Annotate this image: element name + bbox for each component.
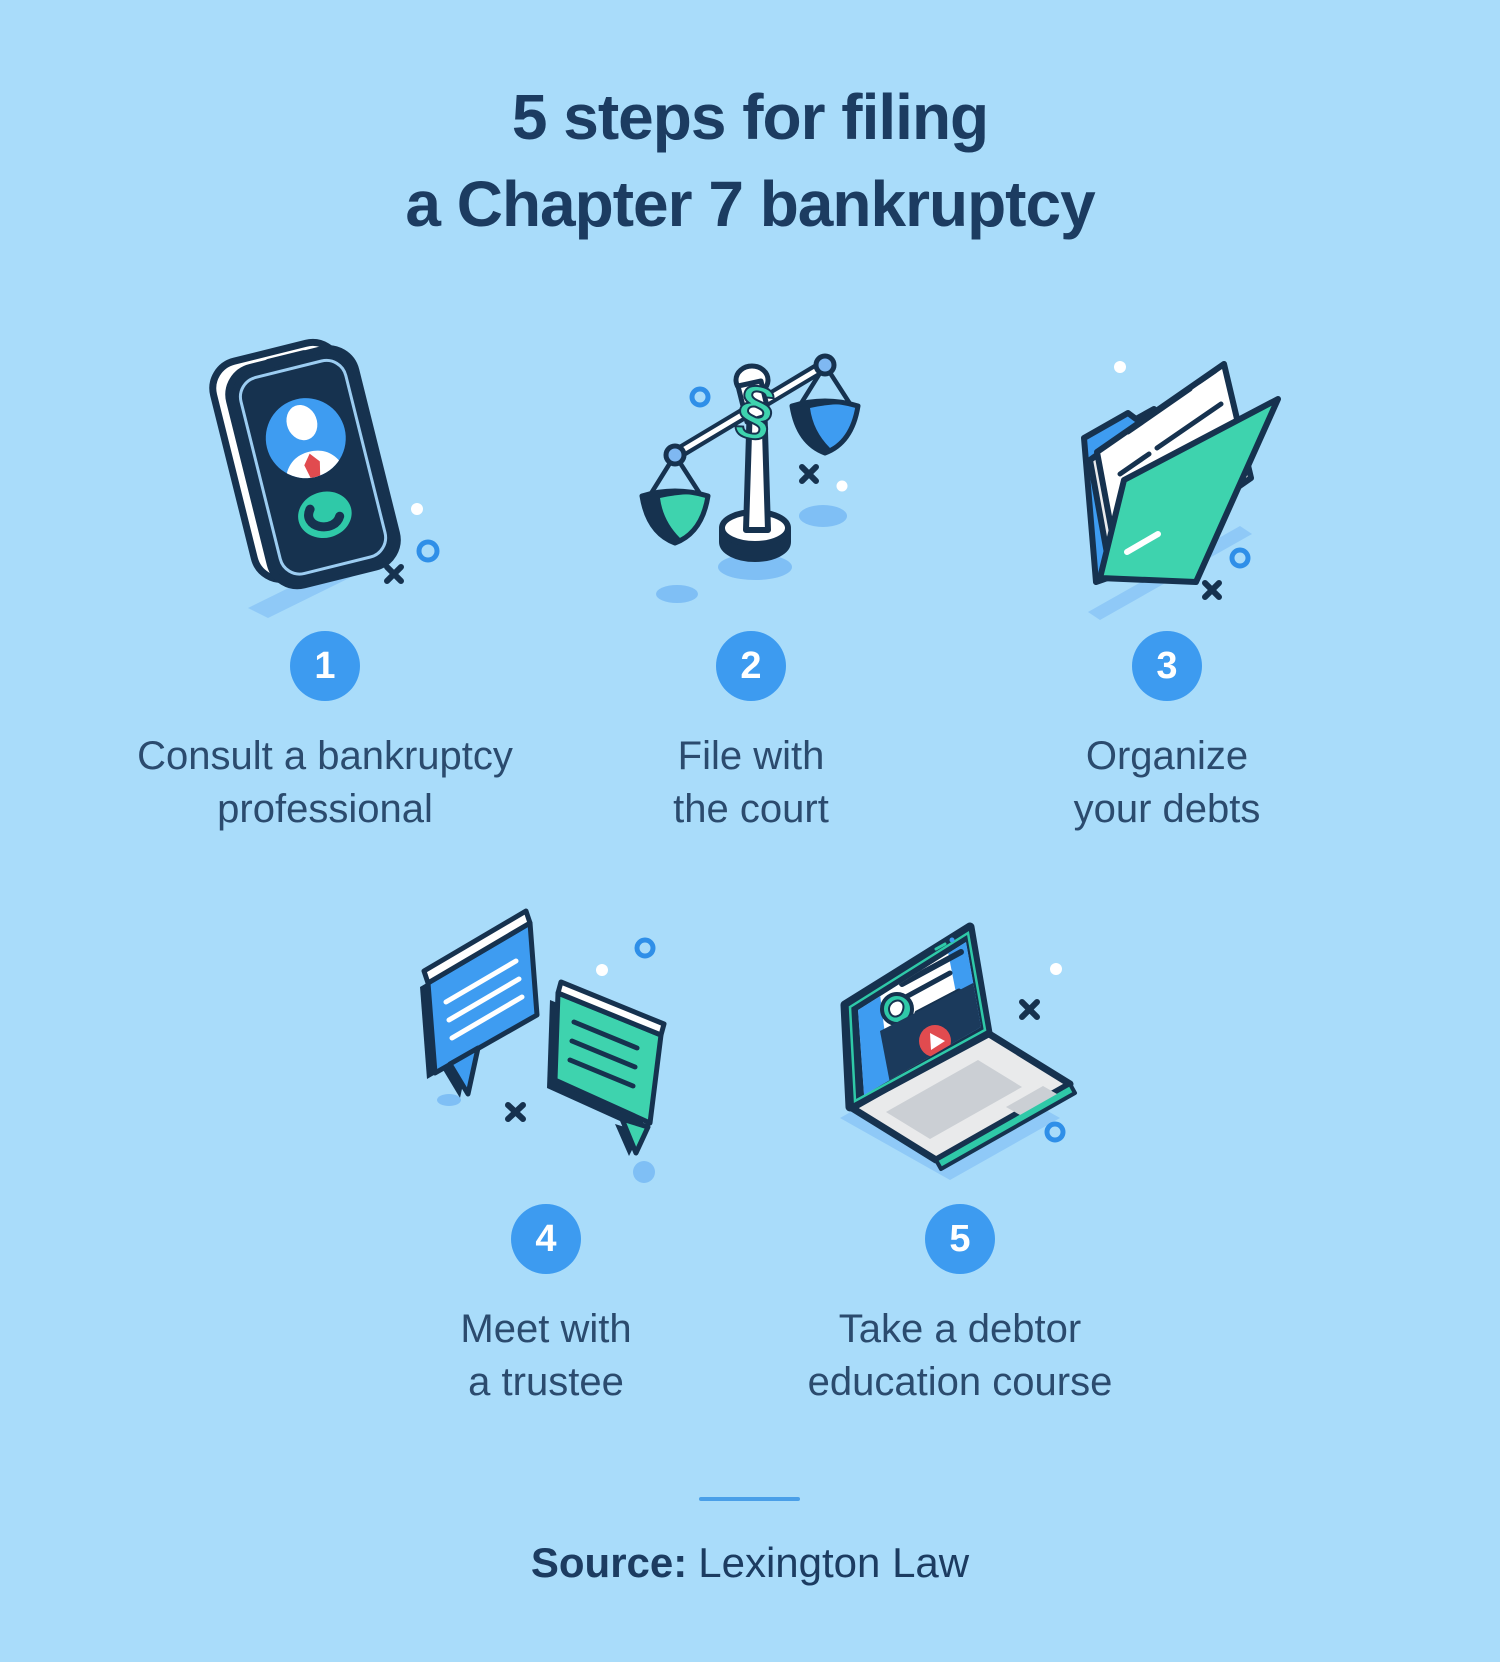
dot-decoration [1114,361,1126,373]
source-label: Source: [530,1539,688,1586]
caption-line: Consult a bankruptcy [137,734,513,778]
shadow-ellipse [656,585,698,603]
dot-decoration [836,480,848,492]
chat-bubbles-icon [420,908,667,1183]
shadow-ellipse [799,505,847,527]
caption-line: your debts [1073,787,1261,831]
caption-line: a trustee [468,1360,624,1404]
ring-decoration [1044,1121,1066,1143]
step-1-caption: Consult a bankruptcy professional [95,730,555,836]
page-title: 5 steps for filing a Chapter 7 bankruptc… [0,74,1500,248]
caption-line: education course [807,1360,1113,1404]
shadow-ellipse [437,1094,461,1106]
trackpad [1006,1086,1057,1115]
caption-line: the court [673,787,829,831]
x-decoration [505,1102,526,1122]
ring-decoration [689,386,711,408]
blue-bubble [420,908,540,1098]
laptop-screen [840,922,993,1112]
play-triangle [930,1033,945,1050]
caption-line: Organize [1085,734,1249,778]
step-3-badge: 3 [1132,631,1202,701]
x-decoration [1202,580,1222,600]
keyboard-block [886,1060,1022,1139]
x-decoration [1019,999,1040,1020]
paper-text-lines [1117,368,1224,493]
footer-divider-line [699,1497,800,1501]
ring-decoration [634,937,656,959]
pivot-clamp: § [730,363,783,450]
step-3-caption: Organize your debts [937,730,1397,836]
x-decoration [384,564,404,584]
ring-decoration [416,539,440,563]
laptop-video-course-icon [840,922,1077,1180]
teal-bubble [547,979,667,1156]
folder-dash [1124,531,1161,555]
title-line-1: 5 steps for filing [511,81,989,153]
webcam-dot [949,937,955,943]
step-2-caption: File with the court [521,730,981,836]
caption-line: Take a debtor [838,1307,1082,1351]
shadow-ellipse [718,554,792,580]
x-decoration [799,464,819,484]
scales-of-justice-icon: § [639,353,861,603]
dot-decoration [1050,963,1062,975]
dot-decoration [411,503,423,515]
step-4-caption: Meet with a trustee [316,1303,776,1409]
step-2-badge: 2 [716,631,786,701]
phone-body [209,338,401,590]
caption-line: File with [677,734,825,778]
left-pan [639,443,711,546]
ring-decoration [1229,547,1251,569]
phone-receiver-glyph [304,504,345,532]
caption-line: Meet with [460,1307,632,1351]
step-5-badge: 5 [925,1204,995,1274]
folder-front [1097,396,1281,585]
red-tie [304,453,321,482]
source-attribution: Source:Lexington Law [0,1534,1500,1592]
step-5-caption: Take a debtor education course [730,1303,1190,1409]
step-4-badge: 4 [511,1204,581,1274]
dot-decoration [596,964,608,976]
right-pan [789,353,861,456]
shadow-dot [633,1161,655,1183]
step-1-badge: 1 [290,631,360,701]
title-line-2: a Chapter 7 bankruptcy [405,168,1095,240]
source-value: Lexington Law [698,1539,970,1586]
caption-line: professional [217,787,433,831]
laptop-base [848,1028,1077,1171]
documents-folder-icon [1081,361,1281,620]
phone-call-icon [209,338,440,618]
